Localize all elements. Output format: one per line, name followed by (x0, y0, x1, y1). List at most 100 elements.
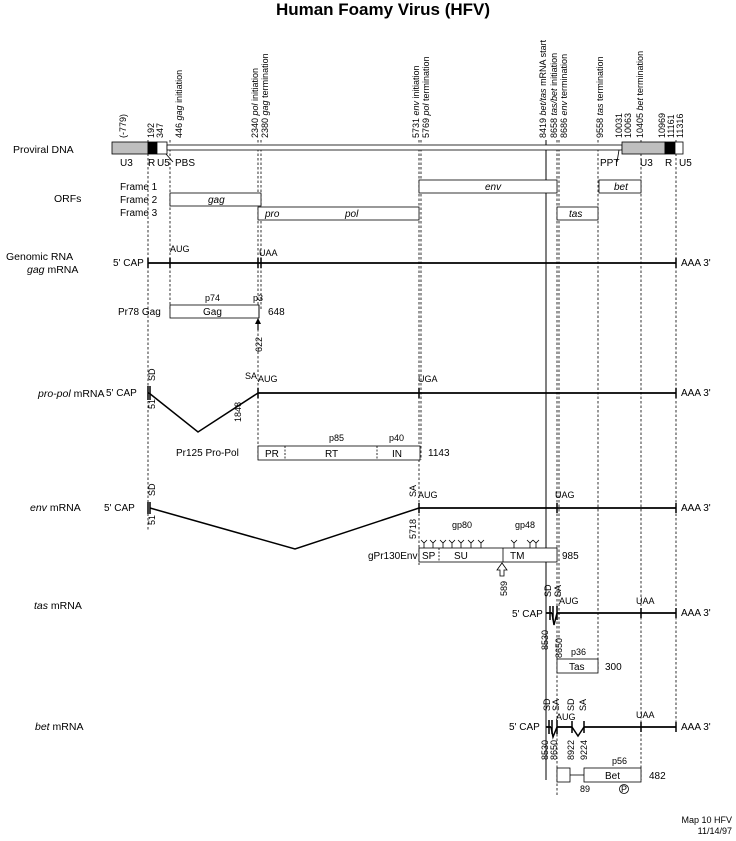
tas-ticks (549, 606, 677, 620)
pos-label-5769: 5769 pol termination (421, 56, 431, 138)
propol-aug: AUG (258, 374, 278, 384)
env-gp48-label: gp48 (515, 520, 535, 530)
pos-label-8686: 8686 env termination (559, 54, 569, 138)
bet-position-4: 9224 (579, 740, 589, 760)
pos-label-11161: 11161 (666, 114, 676, 138)
pos-label-10969: 10969 (657, 113, 667, 138)
bet-cap: 5' CAP (509, 722, 540, 733)
propol-cap: 5' CAP (106, 388, 137, 399)
propol-sa: SA (245, 371, 257, 381)
bet-position-2: 8650 (549, 740, 559, 760)
env-gp80-label: gp80 (452, 520, 472, 530)
propol-in: IN (392, 449, 402, 460)
row-label-bet-mrna: bet mRNA (35, 721, 83, 733)
tas-sd: SD (543, 584, 553, 597)
propol-p85-label: p85 (329, 433, 344, 443)
row-label-pro-pol-mrna: pro-pol mRNA (37, 388, 105, 400)
row-label-genomic-rna: Genomic RNA (6, 251, 73, 263)
ltr-u3-right: U3 (640, 158, 653, 169)
bet-junction: 89 (580, 784, 590, 794)
bet-ticks (548, 720, 677, 734)
row-label-env-mrna: env mRNA (30, 502, 81, 514)
row-label-orfs: ORFs (54, 193, 81, 205)
tas-sa-position: 8650 (554, 638, 564, 658)
bet-protein-name: Bet (605, 771, 620, 782)
orf-pro-label: pro (264, 209, 280, 220)
ppt-label: PPT (600, 158, 619, 169)
bet-protein-box (583, 767, 642, 783)
pos-label-446: 446 gag initiation (174, 70, 184, 138)
propol-sd: SD (147, 368, 157, 381)
env-sd: SD (147, 483, 157, 496)
bet-length: 482 (649, 771, 666, 782)
pos-label-192: 192 (146, 123, 156, 138)
frame-3-label: Frame 3 (120, 208, 158, 219)
env-splice (149, 507, 420, 550)
bet-protein-small-box (556, 767, 571, 783)
gag-protein-name: Gag (203, 307, 222, 318)
genomic-ticks (147, 258, 677, 268)
orf-boxes (169, 179, 642, 221)
ltr-r-left: R (148, 158, 155, 169)
propol-protein-box (257, 445, 421, 461)
orf-gag-label: gag (208, 195, 225, 206)
ltr-u3-left: U3 (120, 158, 133, 169)
tas-aug: AUG (559, 596, 579, 606)
bet-p56-label: p56 (612, 756, 627, 766)
footer-map-id: Map 10 HFV (681, 815, 732, 825)
bet-position-1: 8530 (540, 740, 550, 760)
pos-label-2340: 2340 pol initiation (250, 68, 260, 138)
env-aug: AUG (418, 490, 438, 500)
tas-protein-box (556, 658, 599, 674)
env-sp: SP (422, 551, 436, 562)
propol-ticks (147, 386, 677, 400)
orf-env-label: env (485, 182, 502, 193)
bet-position-3: 8922 (566, 740, 576, 760)
ltr-u5-right: U5 (679, 158, 692, 169)
pos-label-9558: 9558 tas termination (595, 56, 605, 138)
propol-length: 1143 (428, 448, 450, 459)
genomic-polya: AAA 3' (681, 258, 711, 269)
env-sd-position: 51 (147, 515, 157, 525)
pos-label-8419: 8419 bet/tas mRNA start (538, 39, 548, 138)
gag-p3-label: p3 (253, 293, 263, 303)
tas-cap: 5' CAP (512, 609, 543, 620)
pos-label-10063: 10063 (623, 113, 633, 138)
pos-label-10405: 10405 bet termination (635, 51, 645, 138)
bet-polya: AAA 3' (681, 722, 711, 733)
gag-p74-label: p74 (205, 293, 220, 303)
gag-precursor-label: Pr78 Gag (118, 307, 161, 318)
env-cleavage-position: 589 (499, 581, 509, 596)
row-label-gag-mrna: gag mRNA (27, 264, 78, 276)
bet-sd2: SD (566, 698, 576, 711)
guide-lines (147, 140, 677, 795)
frame-2-label: Frame 2 (120, 195, 158, 206)
tas-p36-label: p36 (571, 647, 586, 657)
pbs-label: PBS (175, 158, 195, 169)
bet-uaa: UAA (636, 710, 655, 720)
footer-date: 11/14/97 (698, 826, 732, 836)
env-precursor-label: gPr130Env (368, 551, 417, 562)
gag-cleavage-arrowhead (255, 318, 261, 324)
env-ticks (147, 502, 677, 514)
pos-label-10031: 10031 (614, 113, 624, 138)
propol-polya: AAA 3' (681, 388, 711, 399)
phosphorylation-icon (619, 784, 629, 794)
propol-p40-label: p40 (389, 433, 404, 443)
bet-splice2 (571, 726, 585, 738)
tas-sa: SA (553, 585, 563, 597)
pos-label-347: 347 (155, 123, 165, 138)
env-uag: UAG (555, 490, 575, 500)
tas-length: 300 (605, 662, 622, 673)
pos-label-m779: (-779) (118, 114, 128, 138)
bet-sa1: SA (551, 699, 561, 711)
row-label-tas-mrna: tas mRNA (34, 600, 82, 612)
map-title: Human Foamy Virus (HFV) (276, 0, 490, 19)
row-label-proviral-dna: Proviral DNA (13, 144, 74, 156)
propol-precursor-label: Pr125 Pro-Pol (176, 448, 239, 459)
tas-uaa: UAA (636, 596, 655, 606)
pos-label-8658: 8658 tas/bet initiation (549, 53, 559, 138)
propol-uga: UGA (418, 374, 438, 384)
glycosylation-sites (420, 539, 540, 548)
